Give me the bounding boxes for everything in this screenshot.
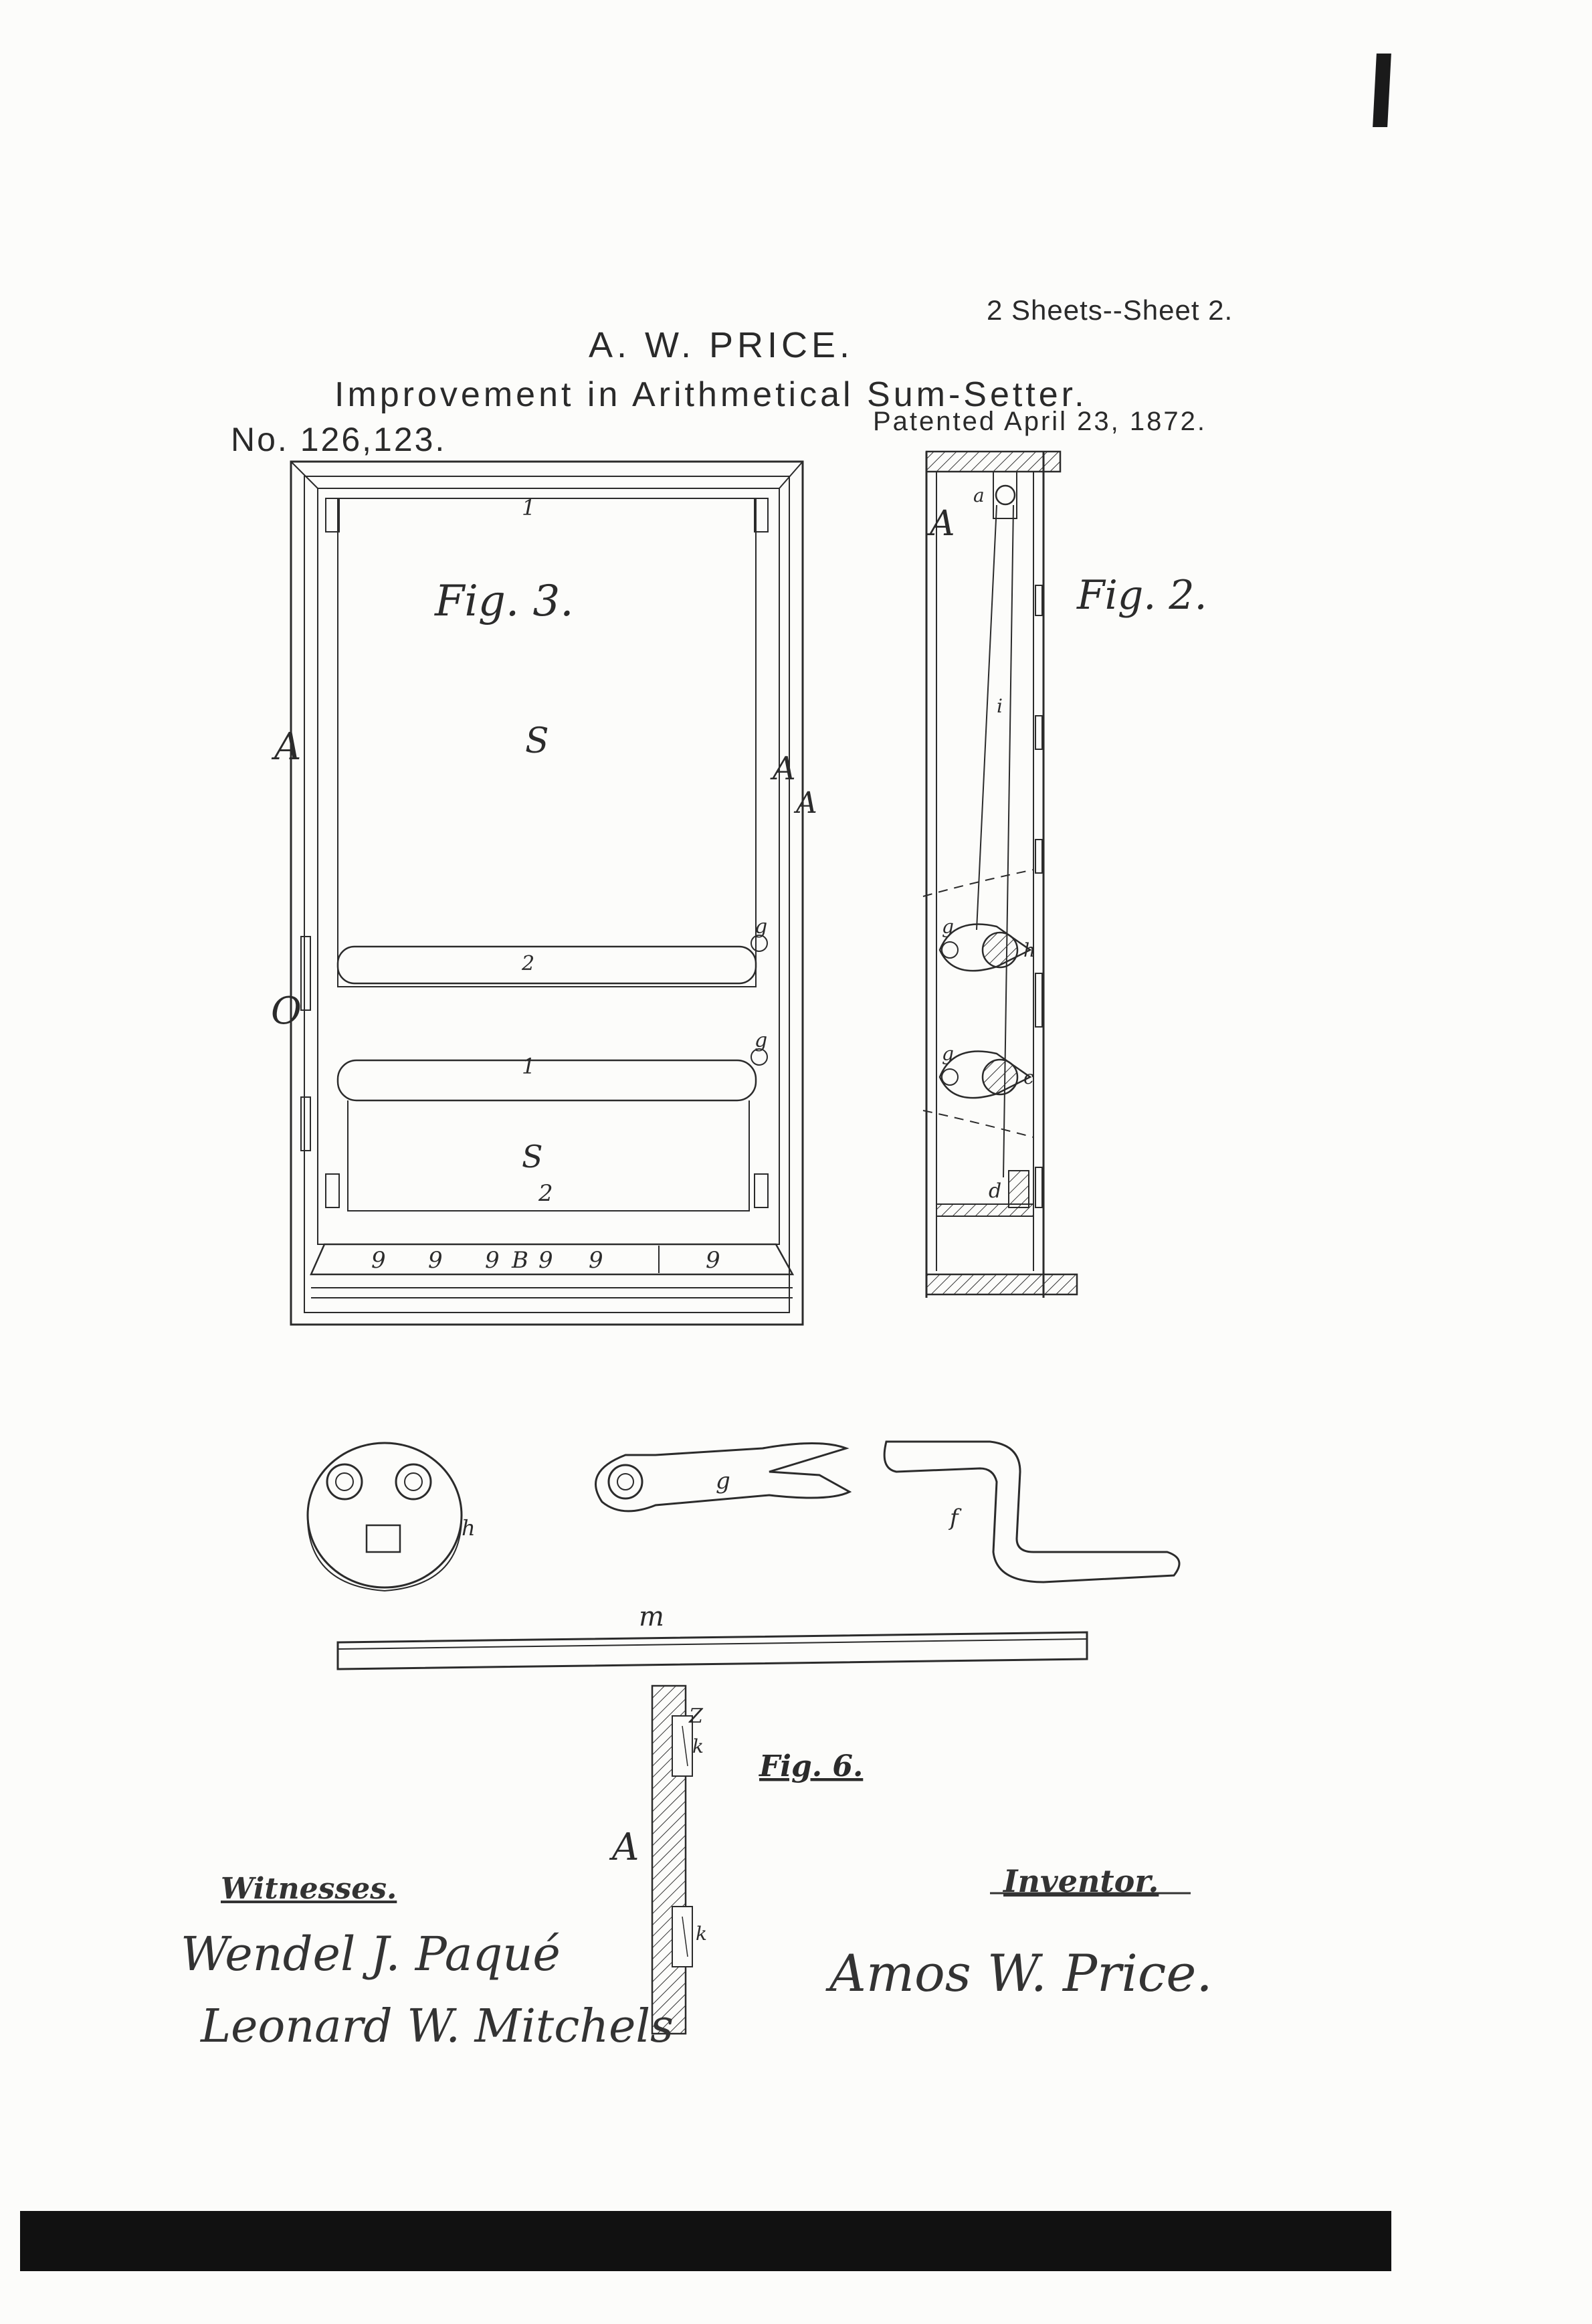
fig3-frame (290, 460, 804, 1326)
fig2-label-i: i (997, 695, 1003, 717)
fig2-clip-lower (938, 1050, 1032, 1099)
label-A-left: A (271, 725, 301, 769)
fig3-roller-2 (336, 945, 757, 985)
part-label-h: h (462, 1515, 476, 1541)
label-S-lower: S (522, 1139, 543, 1175)
fig2-pulley-a (995, 484, 1016, 506)
witnesses-label: Witnesses. (221, 1872, 397, 1906)
label-nine-5: 9 (589, 1247, 603, 1274)
fig2-label-c: c (1023, 1066, 1034, 1088)
part-h-disc (306, 1442, 463, 1592)
fig2-section (922, 450, 1078, 1298)
label-1-top: 1 (522, 495, 535, 520)
label-nine-1: 9 (371, 1247, 386, 1274)
label-O: O (271, 989, 302, 1033)
label-g-lower: g (755, 1029, 767, 1052)
fig3-base-strip (310, 1243, 795, 1276)
fig3-inner-frame (304, 476, 790, 1313)
fig2-label-a: a (973, 484, 985, 506)
sheet-count: 2 Sheets--Sheet 2. (987, 294, 1233, 326)
part-label-g: g (716, 1468, 730, 1494)
label-nine-2: 9 (428, 1247, 443, 1274)
part-f-crank (883, 1440, 1181, 1583)
witness-signature-1: Wendel J. Paqué (181, 1927, 561, 1981)
label-nine-4: 9 (538, 1247, 553, 1274)
fig2-pulley-d (1008, 1170, 1029, 1208)
label-2-bottom: 2 (538, 1180, 553, 1207)
label-2-mid: 2 (521, 952, 534, 975)
scan-bottom-bar (20, 2211, 1391, 2271)
label-g-upper: g (755, 915, 767, 939)
fig3-caption: Fig. 3. (434, 577, 574, 626)
inventor-signature: Amos W. Price. (829, 1943, 1213, 2003)
part-g-clip (595, 1442, 852, 1513)
fig6-caption: Fig. 6. (758, 1749, 863, 1783)
part-label-m: m (639, 1602, 664, 1632)
fig2-label-g1: g (942, 916, 954, 938)
fig6-label-k2: k (696, 1923, 707, 1945)
fig2-label-d: d (989, 1179, 1001, 1203)
fig6-label-Z: Z (688, 1705, 704, 1728)
witness-signature-2: Leonard W. Mitchels (201, 2000, 674, 2053)
fig6-label-A: A (609, 1826, 639, 1869)
fig2-bottom-hatch (925, 1273, 1078, 1296)
fig2-label-A: A (927, 504, 955, 544)
fig6-section (651, 1684, 693, 2035)
label-nine-3: 9 (485, 1247, 500, 1274)
part-m-bar (336, 1631, 1088, 1670)
fig3-roller-1 (336, 1059, 757, 1102)
label-A-right-outer: A (793, 786, 817, 820)
fig2-clip-upper (938, 923, 1032, 972)
label-S-upper: S (525, 721, 549, 761)
label-1-mid: 1 (522, 1054, 535, 1079)
part-label-f: f (948, 1505, 962, 1531)
fig3-scroll-sheet (337, 498, 757, 987)
fig2-label-h: h (1023, 939, 1035, 961)
fig2-roller-upper (981, 931, 1019, 969)
label-B: B (511, 1247, 528, 1274)
label-A-right: A (770, 750, 796, 787)
drawing-labels: 1 Fig. 3. S A A A O 2 g 1 g S 2 B 9 9 9 … (271, 484, 1207, 1945)
fig3-outer-frame (290, 460, 804, 1326)
inventor-name-header: A. W. PRICE. (589, 325, 854, 365)
fig2-top-hatch (925, 450, 1062, 473)
patent-title: Improvement in Arithmetical Sum-Setter. (334, 375, 1088, 414)
patent-date: Patented April 23, 1872. (873, 407, 1207, 436)
fig2-caption: Fig. 2. (1076, 572, 1207, 619)
label-nine-6: 9 (706, 1247, 720, 1274)
patent-number: No. 126,123. (231, 421, 447, 458)
fig2-label-g2: g (942, 1043, 954, 1065)
fig2-roller-lower (981, 1058, 1019, 1096)
inventor-label: Inventor. (1003, 1863, 1159, 1899)
fig6-label-k1: k (692, 1735, 704, 1757)
